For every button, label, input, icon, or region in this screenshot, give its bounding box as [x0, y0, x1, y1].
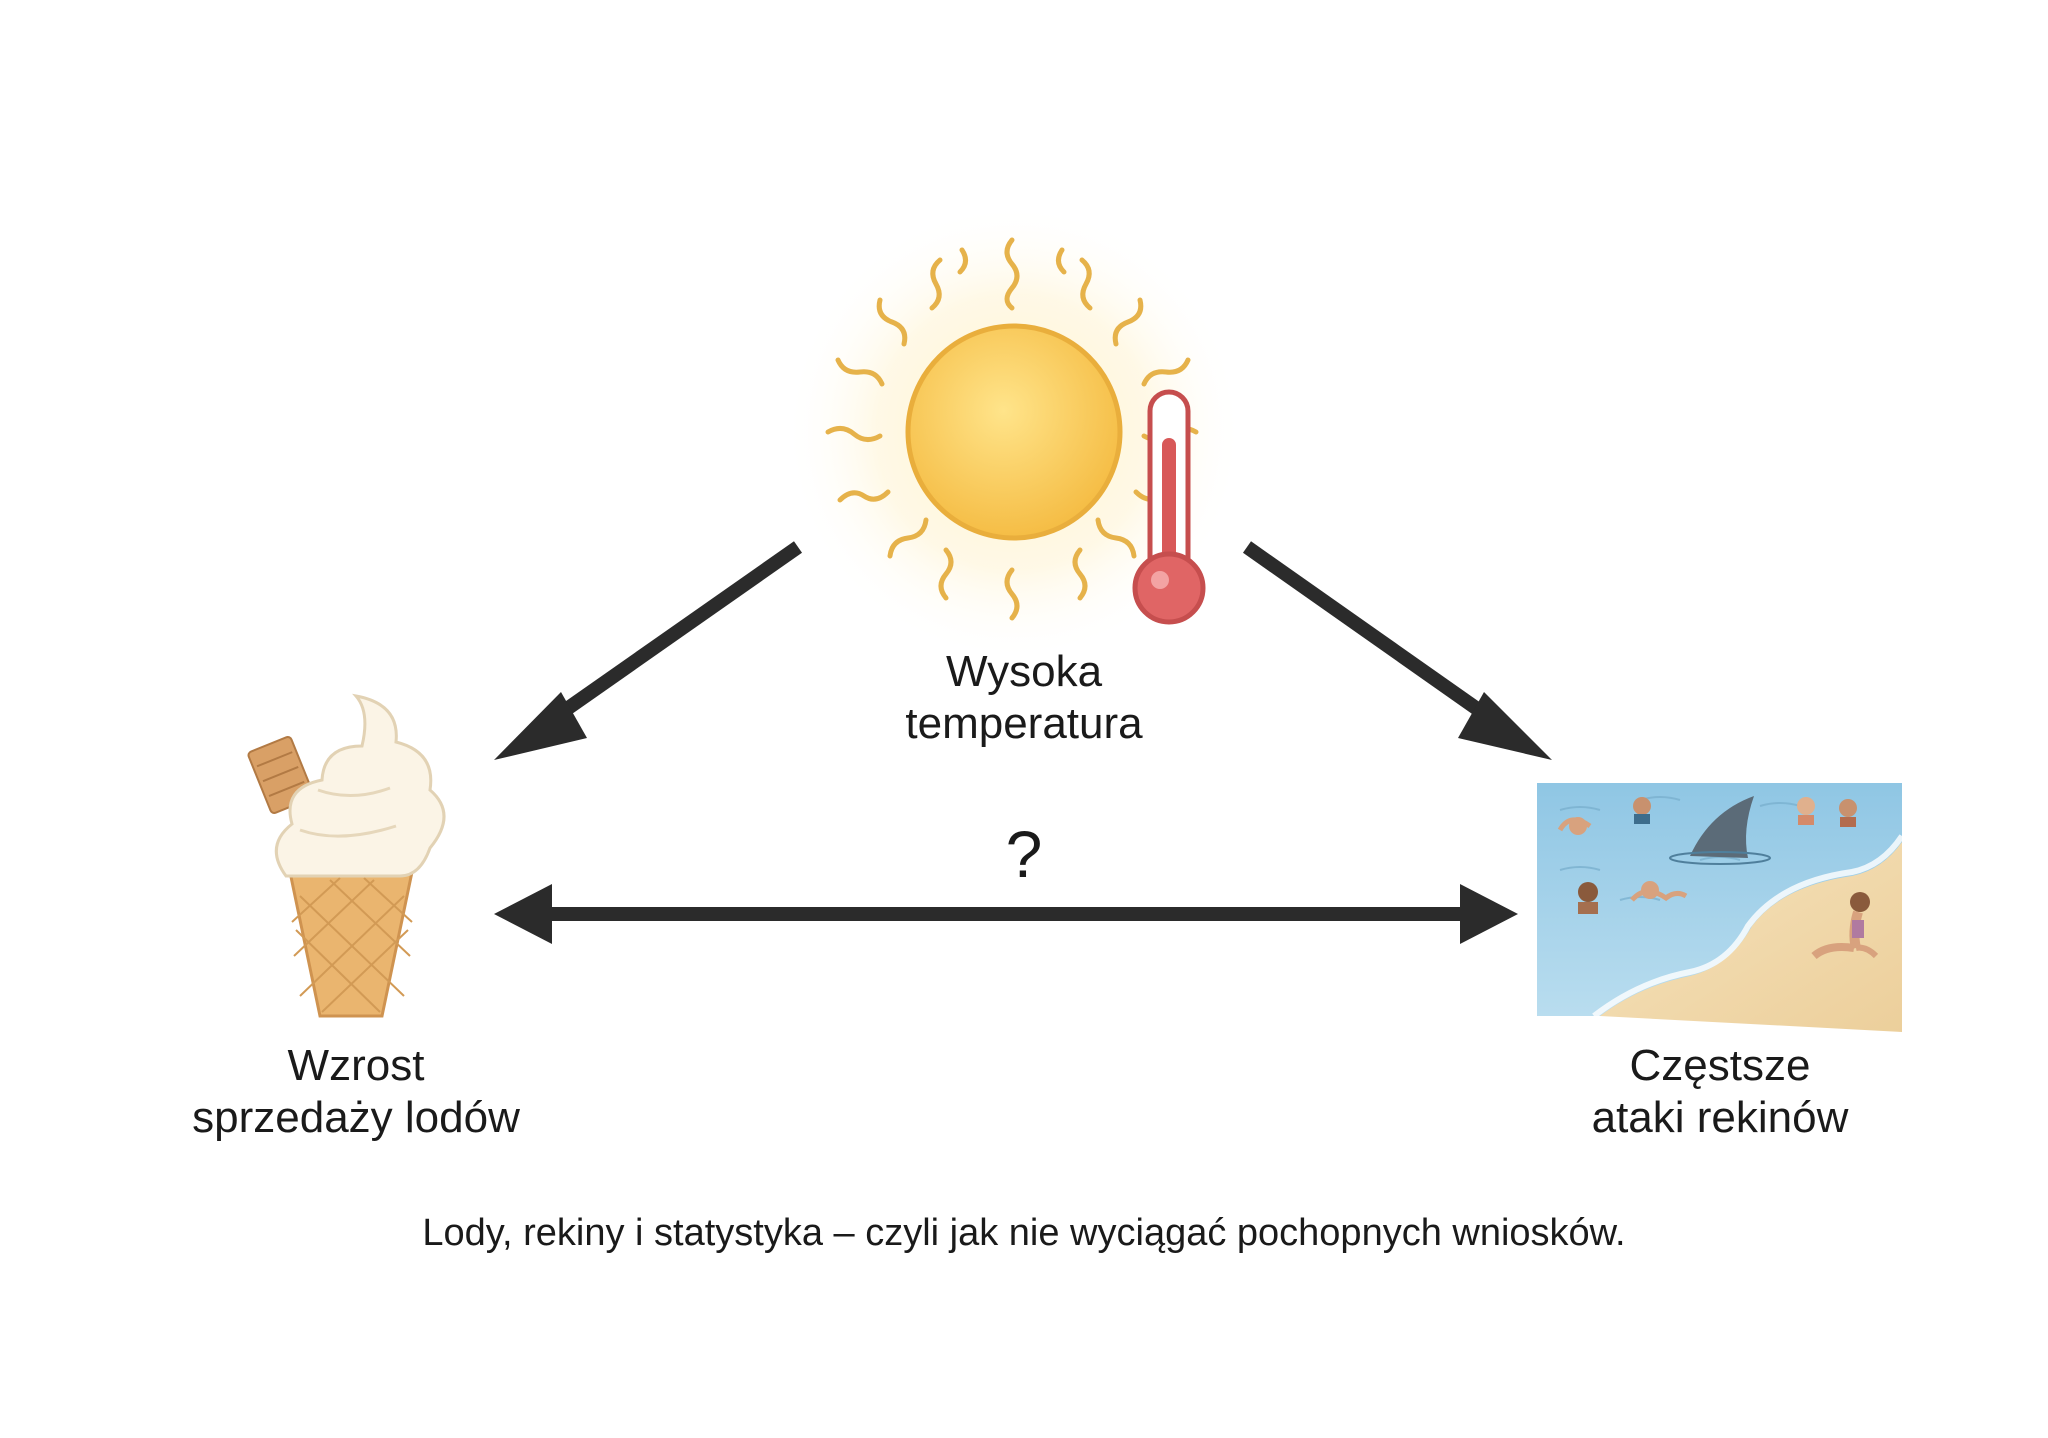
- sun-icon: [784, 202, 1244, 662]
- arrow-temp-to-icecream: [529, 541, 803, 738]
- node-ice-cream-sales: Wzrost sprzedaży lodów: [156, 1040, 556, 1144]
- node-high-temperature-line1: Wysoka: [945, 647, 1103, 696]
- diagram-caption: Lody, rekiny i statystyka – czyli jak ni…: [422, 1212, 1626, 1254]
- arrows: [494, 541, 1552, 944]
- beach-shark-illustration: [1537, 783, 1905, 1032]
- correlation-question-mark: ?: [1005, 817, 1043, 891]
- node-shark-attacks-line2: ataki rekinów: [1591, 1093, 1849, 1142]
- ice-cream-icon: [247, 693, 446, 1018]
- arrowhead-left: [494, 692, 587, 760]
- arrow-temp-to-sharks: [1242, 541, 1515, 738]
- thermometer-icon: [1132, 389, 1206, 625]
- sunbather: [1811, 892, 1879, 960]
- swimmers: [1557, 797, 1857, 914]
- node-ice-cream-sales-line2: sprzedaży lodów: [192, 1093, 520, 1142]
- arrowhead-right: [1458, 692, 1552, 760]
- node-high-temperature: Wysoka temperatura: [824, 646, 1224, 750]
- node-ice-cream-sales-line1: Wzrost: [287, 1041, 425, 1090]
- shark-fin: [1690, 796, 1754, 858]
- arrowhead-double-right: [1460, 884, 1518, 944]
- node-shark-attacks-line1: Częstsze: [1629, 1041, 1811, 1090]
- arrowhead-double-left: [494, 884, 552, 944]
- node-shark-attacks: Częstsze ataki rekinów: [1520, 1040, 1920, 1144]
- cone-pattern: [291, 877, 413, 1013]
- node-high-temperature-line2: temperatura: [905, 699, 1143, 748]
